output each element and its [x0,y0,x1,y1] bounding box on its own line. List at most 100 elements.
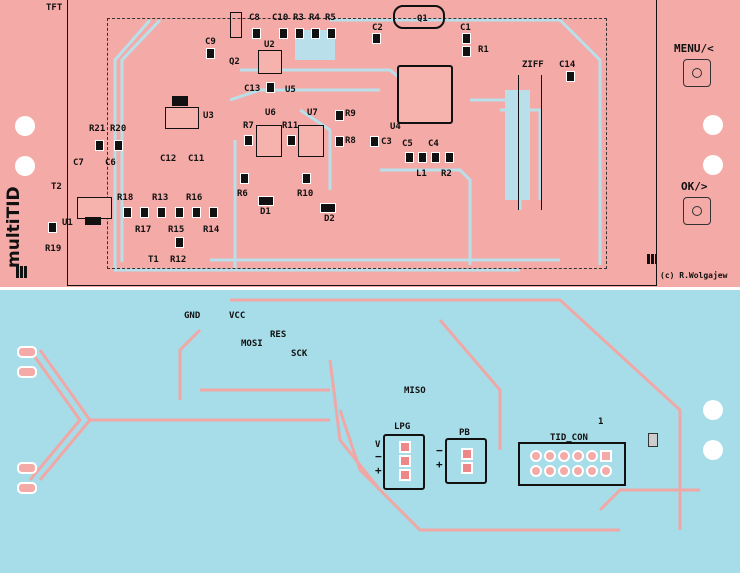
chip-u4-mcu [397,65,453,124]
mounting-hole [703,440,723,460]
smd-component [209,207,218,218]
label-r21: R21 [89,124,106,134]
label-q2: Q2 [229,57,240,67]
copyright: (c) R.Wolgajew [660,271,728,280]
label-r9: R9 [345,109,356,119]
smd-component [95,140,104,151]
label-c3: C3 [381,137,392,147]
smd-component [445,152,454,163]
smd-component [431,152,440,163]
label-c13: C13 [244,84,261,94]
smd-component [140,207,149,218]
pad [558,450,570,462]
smd-component [175,237,184,248]
label-u5: U5 [285,85,296,95]
top-layer: multiTID TFT C8 C10 R3 R4 R5 C9 Q2 U2 C1… [0,0,740,287]
smd-component [311,28,320,39]
label-r13: R13 [152,193,169,203]
label-lpg-plus: + [375,464,382,477]
label-c8: C8 [249,13,260,23]
label-c9: C9 [205,37,216,47]
smd-component [295,28,304,39]
smd-component [279,28,288,39]
label-u4: U4 [390,122,401,132]
label-c7: C7 [73,158,84,168]
smd-component [566,71,575,82]
menu-button[interactable] [683,59,711,87]
pad [461,462,473,474]
label-c14: C14 [559,60,576,70]
label-lpg: LPG [394,422,411,432]
chip-u1 [77,197,112,219]
smd-component [335,110,344,121]
pad [586,465,598,477]
chip-u2 [258,50,282,74]
smd-component [370,136,379,147]
test-pad [648,433,658,447]
label-u3: U3 [203,111,214,121]
label-r12: R12 [170,255,187,265]
label-r17: R17 [135,225,152,235]
pb-connector [445,438,487,484]
pad [17,482,37,494]
smd-component [192,207,201,218]
label-c11: C11 [188,154,205,164]
pad [600,465,612,477]
smd-component [206,48,215,59]
pad [586,450,598,462]
mounting-hole [15,116,35,136]
label-c4: C4 [428,139,439,149]
smd-component [123,207,132,218]
label-pb: PB [459,428,470,438]
mounting-hole [15,156,35,176]
pad [399,469,411,481]
label-ziff: ZIFF [522,60,544,70]
smd-component [462,46,471,57]
logo-icon [16,266,28,278]
smd-component [302,173,311,184]
label-l1: L1 [416,169,427,179]
label-lpg-v: V [375,440,381,450]
pad [600,450,612,462]
smd-component [372,33,381,44]
bottom-traces [28,298,700,532]
ok-button[interactable] [683,197,711,225]
diode-d1 [258,196,274,206]
label-pin1: 1 [598,417,604,427]
mounting-hole [703,155,723,175]
label-r2: R2 [441,169,452,179]
tid-con-connector [518,442,626,486]
label-pb-plus: + [436,458,443,471]
label-c12: C12 [160,154,177,164]
chip-u3-tab [172,96,188,106]
smd-component [287,135,296,146]
label-t1: T1 [148,255,159,265]
pad [544,465,556,477]
mounting-hole [703,400,723,420]
chip-u7 [298,125,324,157]
pad [17,346,37,358]
crystal-q2 [230,12,242,38]
pad [530,450,542,462]
smd-component [114,140,123,151]
smd-component [252,28,261,39]
tft-outline [67,0,657,286]
smd-component [240,173,249,184]
label-r5: R5 [325,13,336,23]
smd-component [244,135,253,146]
label-u2: U2 [264,40,275,50]
label-d2: D2 [324,214,335,224]
label-r7: R7 [243,121,254,131]
smd-component [335,136,344,147]
label-c10: C10 [272,13,289,23]
label-gnd: GND [184,311,201,321]
label-r11: R11 [282,121,299,131]
pad [399,441,411,453]
label-pb-minus: − [436,444,443,457]
pad [544,450,556,462]
label-miso: MISO [404,386,426,396]
label-c6: C6 [105,158,116,168]
label-tft: TFT [46,3,63,13]
label-r6: R6 [237,189,248,199]
ziff-connector [518,75,542,210]
